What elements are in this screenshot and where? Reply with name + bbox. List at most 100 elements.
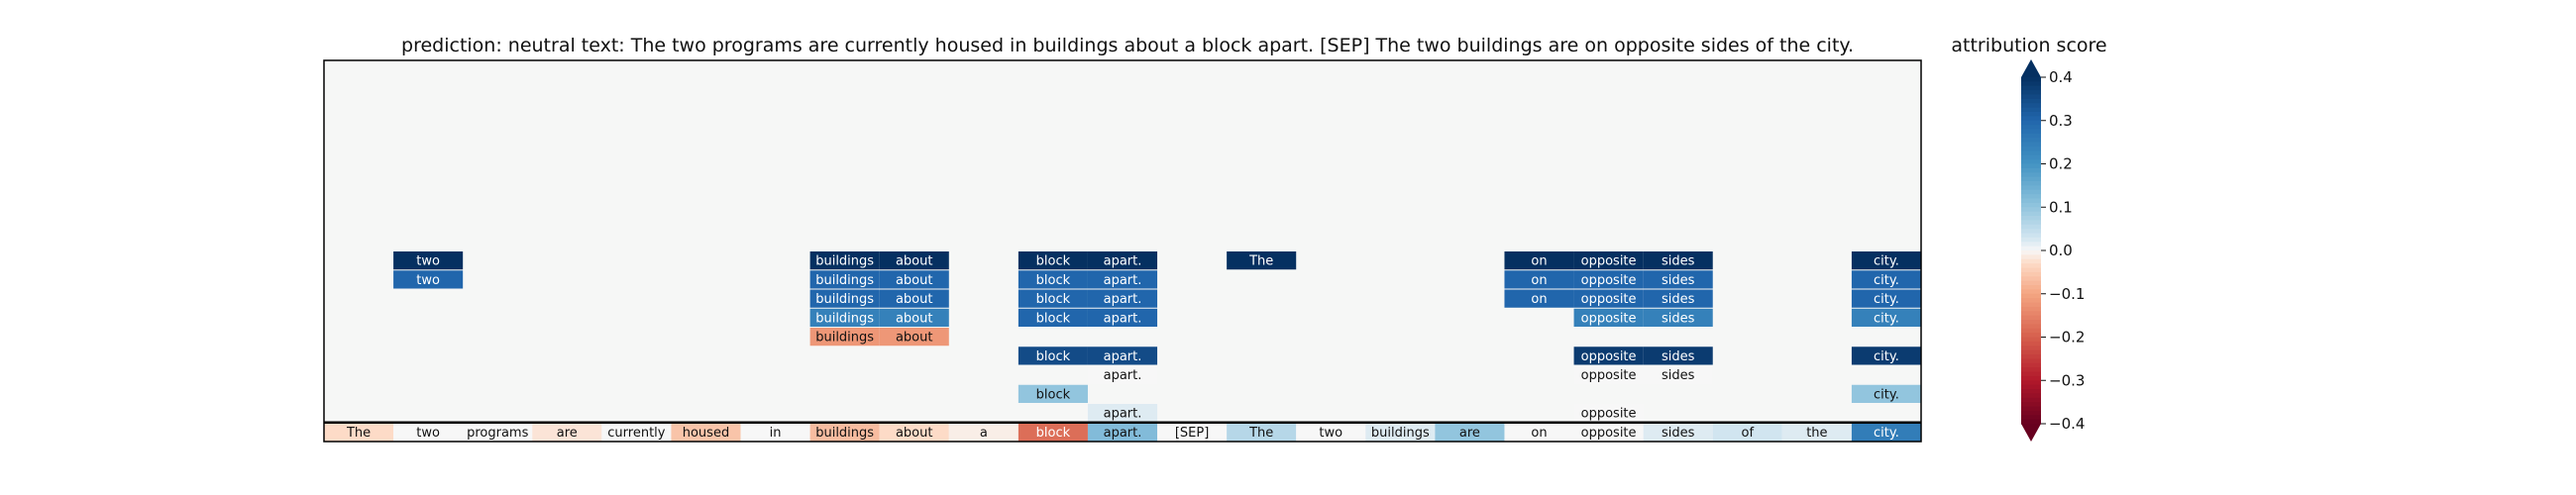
colorbar-segment xyxy=(2021,154,2041,160)
colorbar-tick-label: −0.4 xyxy=(2049,415,2085,433)
colorbar-segment xyxy=(2021,216,2041,221)
colorbar-segment xyxy=(2021,85,2041,91)
heatmap-cell xyxy=(809,423,880,442)
token-label: sides xyxy=(1662,254,1695,269)
colorbar-segment xyxy=(2021,358,2041,364)
heatmap-cell xyxy=(1573,423,1644,442)
colorbar-tick-label: −0.3 xyxy=(2049,371,2085,389)
token-label: opposite xyxy=(1581,368,1637,383)
token-label: apart. xyxy=(1104,273,1142,288)
heatmap-cell xyxy=(1712,423,1782,442)
heatmap-background xyxy=(324,60,1921,442)
colorbar-segment xyxy=(2021,406,2041,412)
heatmap-cell xyxy=(879,270,949,289)
token-label: about xyxy=(896,311,933,326)
heatmap-cell xyxy=(393,251,464,270)
token-label: block xyxy=(1036,349,1071,364)
heatmap-cell xyxy=(1643,289,1713,308)
colorbar-segment xyxy=(2021,415,2041,421)
token-label: apart. xyxy=(1104,292,1142,307)
colorbar-segment xyxy=(2021,94,2041,100)
token-label: buildings xyxy=(815,273,874,288)
heatmap-cell xyxy=(1087,404,1158,423)
colorbar-segment xyxy=(2021,397,2041,403)
token-label: block xyxy=(1036,387,1071,402)
token-label: buildings xyxy=(1371,426,1430,441)
token-label: opposite xyxy=(1581,311,1637,326)
colorbar-segment xyxy=(2021,246,2041,251)
colorbar-segment xyxy=(2021,298,2041,304)
colorbar-segment xyxy=(2021,349,2041,355)
token-label: about xyxy=(896,254,933,269)
token-label: the xyxy=(1806,426,1827,441)
colorbar-segment xyxy=(2021,328,2041,334)
colorbar-tick-label: 0.1 xyxy=(2049,198,2073,216)
heatmap-cell xyxy=(809,289,880,308)
colorbar-segment xyxy=(2021,410,2041,416)
token-label: about xyxy=(896,292,933,307)
heatmap-cell xyxy=(1504,423,1574,442)
token-label: city. xyxy=(1874,426,1899,441)
colorbar-tick-label: 0.0 xyxy=(2049,242,2073,259)
colorbar-segment xyxy=(2021,419,2041,425)
colorbar-segment xyxy=(2021,258,2041,264)
heatmap-cell xyxy=(948,423,1019,442)
heatmap-cell xyxy=(1504,251,1574,270)
colorbar-segment xyxy=(2021,189,2041,195)
colorbar-segment xyxy=(2021,306,2041,312)
token-label: block xyxy=(1036,273,1071,288)
token-label: buildings xyxy=(815,292,874,307)
heatmap-cell xyxy=(1504,270,1574,289)
colorbar-segment xyxy=(2021,194,2041,200)
heatmap-cell xyxy=(1087,270,1158,289)
colorbar-segment xyxy=(2021,125,2041,131)
colorbar-segment xyxy=(2021,293,2041,299)
token-label: buildings xyxy=(815,254,874,269)
token-label: currently xyxy=(607,426,666,441)
colorbar-segment xyxy=(2021,120,2041,126)
colorbar-label: attribution score xyxy=(1951,35,2106,56)
token-label: The xyxy=(1248,426,1273,441)
token-label: [SEP] xyxy=(1175,426,1209,441)
token-label: opposite xyxy=(1581,292,1637,307)
colorbar-segment xyxy=(2021,207,2041,213)
colorbar-segment xyxy=(2021,384,2041,390)
token-label: two xyxy=(416,273,440,288)
colorbar-segment xyxy=(2021,375,2041,381)
heatmap-cell xyxy=(879,328,949,346)
heatmap-cell xyxy=(1573,270,1644,289)
colorbar-segment xyxy=(2021,333,2041,339)
colorbar-segment xyxy=(2021,267,2041,273)
heatmap-cell xyxy=(1573,346,1644,365)
heatmap-cell xyxy=(393,270,464,289)
heatmap-cell xyxy=(393,423,464,442)
heatmap-cell xyxy=(1365,423,1436,442)
colorbar-segment xyxy=(2021,280,2041,286)
heatmap-cell xyxy=(879,251,949,270)
heatmap-cell xyxy=(1573,308,1644,327)
colorbar-segment xyxy=(2021,90,2041,96)
colorbar-segment xyxy=(2021,198,2041,204)
colorbar-segment xyxy=(2021,116,2041,122)
heatmap-cell xyxy=(463,423,533,442)
heatmap-cell xyxy=(1573,365,1644,384)
token-label: city. xyxy=(1874,273,1899,288)
token-label: city. xyxy=(1874,254,1899,269)
colorbar-segment xyxy=(2021,159,2041,165)
heatmap-cell xyxy=(1851,423,1921,442)
colorbar-segment xyxy=(2021,402,2041,408)
colorbar-segment xyxy=(2021,176,2041,182)
colorbar-segment xyxy=(2021,271,2041,277)
heatmap-cell xyxy=(1018,423,1088,442)
colorbar-segment xyxy=(2021,242,2041,248)
colorbar-segment xyxy=(2021,276,2041,282)
heatmap-cell xyxy=(809,328,880,346)
heatmap-cell xyxy=(532,423,602,442)
heatmap-cell xyxy=(809,270,880,289)
heatmap-cell xyxy=(879,308,949,327)
token-label: The xyxy=(346,426,371,441)
token-label: two xyxy=(416,254,440,269)
colorbar-segment xyxy=(2021,389,2041,394)
colorbar-segment xyxy=(2021,147,2041,151)
